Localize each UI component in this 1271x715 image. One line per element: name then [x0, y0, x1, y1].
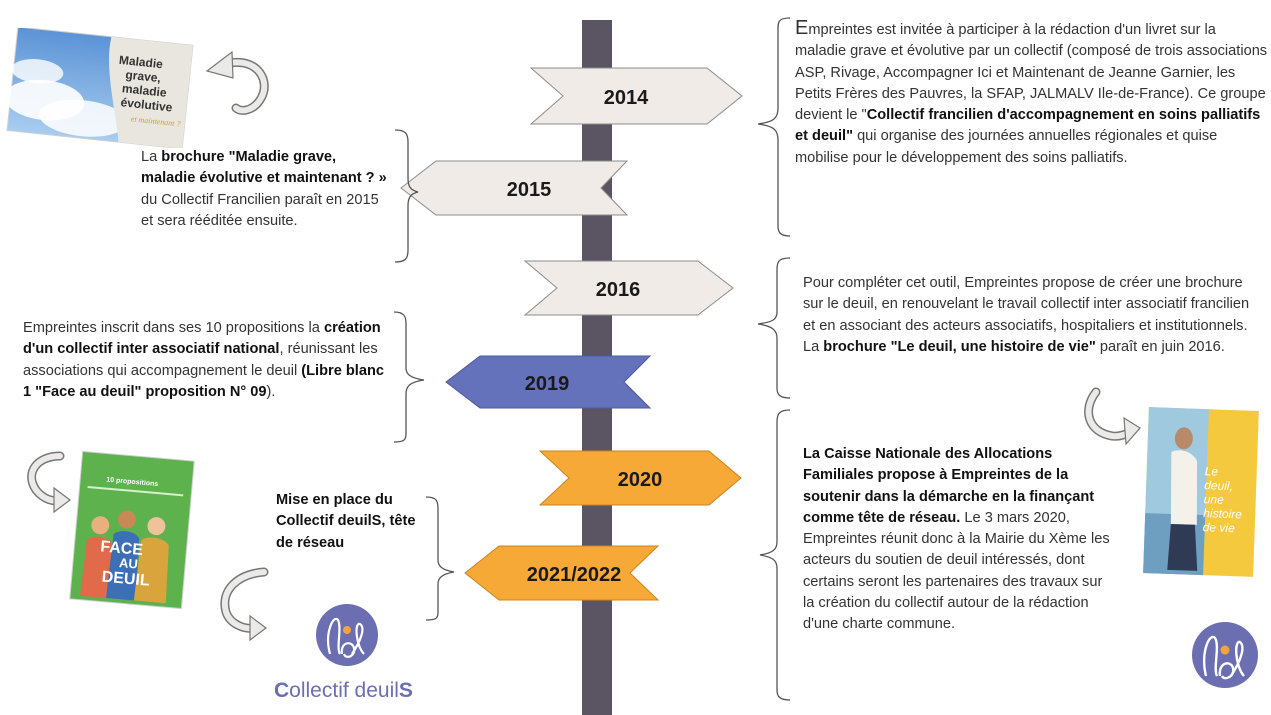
brochure-deuil-line-4: histoire — [1203, 506, 1242, 521]
year-label-2021-2022: 2021/2022 — [527, 564, 622, 586]
brace-2014 — [757, 17, 791, 237]
collectif-logo-icon-right — [1192, 622, 1258, 688]
year-arrow-2015: 2015 — [400, 160, 629, 216]
brochure-maladie-line-3: maladie — [121, 81, 167, 100]
curved-arrow-livreblanc-icon — [27, 451, 71, 514]
livre-blanc-title-3: DEUIL — [101, 569, 151, 590]
year-label-2016: 2016 — [596, 279, 641, 301]
brochure-deuil-image: Le deuil, une histoire de vie — [1143, 407, 1259, 577]
year-arrow-2021-2022: 2021/2022 — [464, 545, 660, 601]
brochure-deuil-line-5: de vie — [1203, 520, 1236, 535]
brochure-maladie-line-2: grave, — [125, 68, 162, 86]
brochure-maladie-image: Maladie grave, maladie évolutive et main… — [6, 28, 194, 148]
text-block-2020: La Caisse Nationale des Allocations Fami… — [803, 446, 1110, 633]
year-label-2019: 2019 — [525, 373, 570, 395]
collectif-logo-icon — [316, 604, 378, 666]
year-arrow-2014: 2014 — [529, 67, 743, 125]
brochure-deuil-line-3: une — [1204, 492, 1225, 507]
curved-arrow-maladie-icon — [205, 50, 269, 115]
text-block-2014: Empreintes est invitée à participer à la… — [795, 17, 1268, 166]
brochure-deuil-line-2: deuil, — [1204, 478, 1233, 493]
curved-arrow-logo-icon — [220, 567, 269, 642]
livre-blanc-title-2: AU — [118, 555, 138, 572]
brace-2021 — [425, 496, 455, 621]
livre-blanc-image: 10 propositions FACE AU DEUIL — [69, 450, 195, 610]
livre-blanc-top: 10 propositions — [106, 477, 159, 489]
livre-blanc-title-1: FACE — [100, 538, 144, 559]
text-block-2016: Pour compléter cet outil, Empreintes pro… — [803, 275, 1250, 355]
year-label-2020: 2020 — [618, 469, 663, 491]
brace-2020 — [759, 409, 791, 701]
year-arrow-2020: 2020 — [538, 450, 742, 506]
brace-2019 — [393, 311, 425, 443]
text-block-2015: La brochure "Maladie grave, maladie évol… — [141, 149, 387, 229]
text-block-2019: Empreintes inscrit dans ses 10 propositi… — [23, 320, 384, 400]
text-block-2021: Mise en place du Collectif deuilS, tête … — [276, 492, 416, 551]
year-arrow-2019: 2019 — [445, 355, 652, 409]
collectif-logo-text: Collectif deuilS — [274, 679, 413, 702]
brochure-maladie-line-1: Maladie — [118, 53, 164, 72]
brace-2016 — [757, 257, 791, 399]
year-label-2015: 2015 — [507, 179, 552, 201]
year-label-2014: 2014 — [604, 87, 649, 109]
curved-arrow-deuil-icon — [1084, 387, 1141, 446]
brochure-maladie-line-4: évolutive — [120, 95, 174, 114]
brochure-deuil-line-1: Le — [1204, 464, 1218, 478]
year-arrow-2016: 2016 — [523, 260, 734, 316]
brace-2015 — [394, 129, 419, 263]
